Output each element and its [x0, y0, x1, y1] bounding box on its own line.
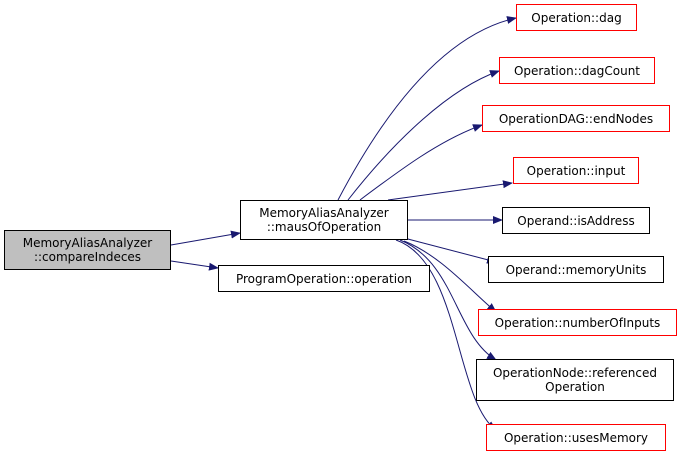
edge-root-to-program-operation	[170, 260, 219, 271]
node-operand-isaddress[interactable]: Operand::isAddress	[502, 207, 650, 234]
node-compare-indeces-line2: ::compareIndeces	[33, 250, 142, 264]
node-operand-isaddress-label: Operand::isAddress	[517, 213, 635, 228]
edge-maus-to-usesmemory	[395, 239, 497, 431]
edge-root-to-maus	[170, 230, 241, 246]
node-operation-usesmemory[interactable]: Operation::usesMemory	[486, 424, 666, 451]
node-operation-input[interactable]: Operation::input	[513, 157, 639, 184]
node-operation-dagcount[interactable]: Operation::dagCount	[499, 57, 655, 84]
node-operationdag-endnodes[interactable]: OperationDAG::endNodes	[482, 105, 670, 132]
edge-maus-to-dagcount	[347, 70, 500, 201]
node-operation-input-label: Operation::input	[526, 163, 626, 178]
node-operationdag-endnodes-label: OperationDAG::endNodes	[498, 111, 654, 126]
node-referencedoperation-line1: OperationNode::referenced	[492, 366, 658, 380]
node-operation-dag[interactable]: Operation::dag	[516, 4, 637, 31]
node-operation-numberofinputs[interactable]: Operation::numberOfInputs	[478, 309, 677, 336]
edge-maus-to-endnodes	[359, 124, 483, 201]
node-operationnode-referencedoperation[interactable]: OperationNode::referenced Operation	[476, 359, 674, 401]
node-referencedoperation-line2: Operation	[545, 380, 605, 394]
edge-maus-to-dag	[337, 16, 517, 201]
node-operation-dagcount-label: Operation::dagCount	[513, 63, 641, 78]
node-operand-memoryunits-label: Operand::memoryUnits	[505, 262, 647, 277]
node-compare-indeces-line1: MemoryAliasAnalyzer	[22, 236, 153, 250]
node-maus-of-operation-line1: MemoryAliasAnalyzer	[259, 206, 389, 220]
node-operation-usesmemory-label: Operation::usesMemory	[503, 430, 649, 445]
node-compare-indeces: MemoryAliasAnalyzer ::compareIndeces	[4, 230, 171, 270]
node-operation-numberofinputs-label: Operation::numberOfInputs	[494, 315, 661, 330]
node-maus-of-operation[interactable]: MemoryAliasAnalyzer ::mausOfOperation	[240, 200, 408, 240]
node-maus-of-operation-line2: ::mausOfOperation	[266, 220, 382, 234]
edge-maus-to-numberofinputs	[403, 240, 497, 313]
node-program-operation[interactable]: ProgramOperation::operation	[218, 265, 430, 292]
node-operation-dag-label: Operation::dag	[531, 10, 622, 25]
edge-maus-to-memoryunits	[403, 237, 497, 264]
edge-maus-to-referencedoperation	[399, 239, 497, 361]
node-operand-memoryunits[interactable]: Operand::memoryUnits	[488, 256, 664, 283]
edge-maus-to-input	[387, 180, 513, 201]
node-program-operation-label: ProgramOperation::operation	[235, 271, 413, 286]
